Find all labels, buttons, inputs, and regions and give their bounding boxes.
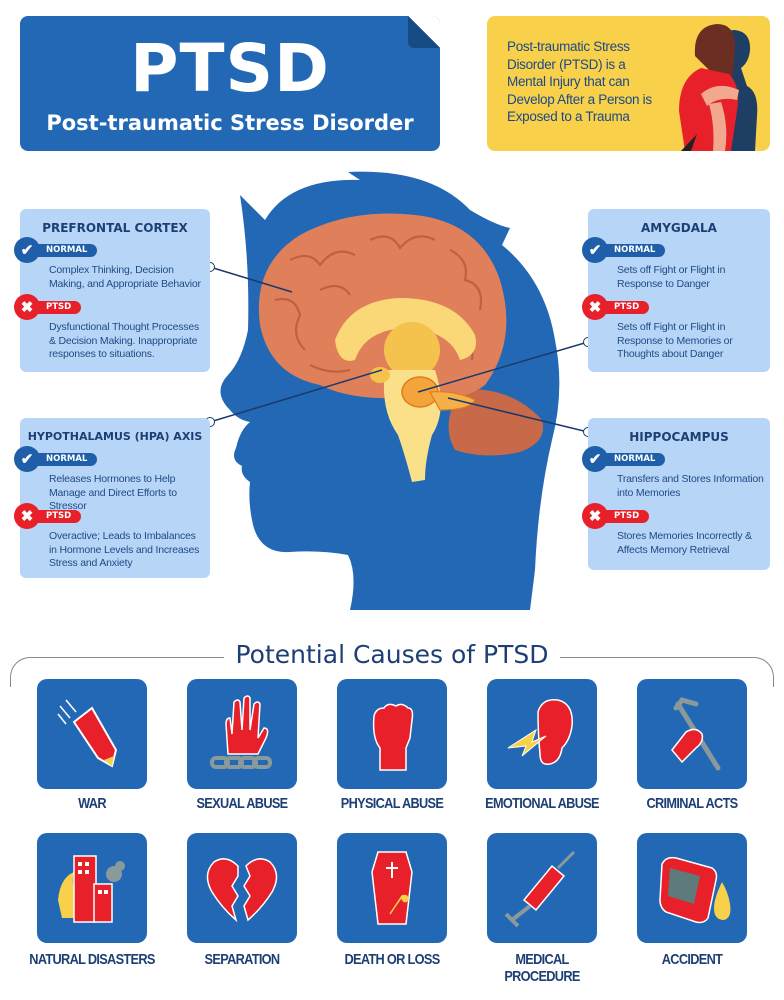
normal-badge: ✔ NORMAL (582, 446, 666, 472)
cause-label-physical-abuse: PHYSICAL ABUSE (340, 795, 444, 812)
causes-title: Potential Causes of PTSD (0, 640, 784, 669)
cause-war (37, 679, 147, 789)
card-hypothalamus: HYPOTHALAMUS (HPA) AXIS ✔ NORMAL Release… (14, 418, 210, 578)
cause-label-war: WAR (78, 795, 106, 812)
cause-label-medical-procedure: MEDICAL PROCEDURE (504, 951, 580, 985)
cause-emotional-abuse (487, 679, 597, 789)
cause-label-accident: ACCIDENT (661, 951, 723, 968)
chained-hand-icon (210, 695, 272, 769)
ptsd-badge: ✖ PTSD (14, 294, 82, 320)
normal-badge: ✔ NORMAL (582, 237, 666, 263)
cause-label-death-or-loss: DEATH OR LOSS (344, 951, 440, 968)
card-hippocampus: HIPPOCAMPUS ✔ NORMAL Transfers and Store… (582, 418, 770, 570)
ptsd-badge: ✖ PTSD (582, 503, 650, 529)
card-amygdala: AMYGDALA ✔ NORMAL Sets off Fight or Flig… (582, 209, 770, 372)
x-icon: ✖ (14, 503, 40, 529)
cause-label-emotional-abuse: EMOTIONAL ABUSE (485, 795, 599, 812)
cause-label-separation: SEPARATION (204, 951, 281, 968)
ptsd-badge: ✖ PTSD (14, 503, 82, 529)
cause-label-natural-disasters: NATURAL DISASTERS (29, 951, 155, 968)
ptsd-description: Overactive; Leads to Imbalances in Hormo… (49, 530, 200, 569)
hypothalamus (370, 367, 390, 383)
page-title: PTSD (130, 30, 330, 107)
normal-description: Releases Hormones to Help Manage and Dir… (49, 473, 177, 512)
coffin-icon (371, 851, 413, 925)
check-icon: ✔ (14, 237, 40, 263)
ptsd-badge: ✖ PTSD (582, 294, 650, 320)
thalamus (384, 322, 440, 378)
normal-description: Complex Thinking, Decision Making, and A… (49, 264, 201, 290)
limbic-system (335, 298, 476, 361)
broken-heart-icon (206, 858, 278, 923)
card-title: AMYGDALA (641, 221, 717, 235)
check-icon: ✔ (582, 446, 608, 472)
fist-icon (372, 703, 414, 771)
normal-description: Transfers and Stores Information into Me… (617, 473, 764, 499)
check-icon: ✔ (582, 237, 608, 263)
normal-badge: ✔ NORMAL (14, 237, 98, 263)
x-icon: ✖ (14, 294, 40, 320)
cause-death-or-loss (337, 833, 447, 943)
definition-text: Post-traumatic Stress Disorder (PTSD) is… (507, 39, 652, 124)
definition-box: Post-traumatic Stress Disorder (PTSD) is… (487, 16, 770, 151)
hippocampus (429, 391, 476, 411)
syringe-icon (504, 850, 576, 928)
normal-badge: ✔ NORMAL (14, 446, 98, 472)
ptsd-description: Sets off Fight or Flight in Response to … (617, 321, 733, 360)
cause-sexual-abuse (187, 679, 297, 789)
cerebellum (448, 389, 544, 456)
head-brain-illustration (209, 171, 589, 610)
check-icon: ✔ (14, 446, 40, 472)
card-title: HYPOTHALAMUS (HPA) AXIS (27, 430, 203, 443)
cause-label-sexual-abuse: SEXUAL ABUSE (196, 795, 288, 812)
ear-lightning-icon (507, 699, 573, 766)
x-icon: ✖ (582, 503, 608, 529)
page-subtitle: Post-traumatic Stress Disorder (46, 111, 414, 135)
normal-description: Sets off Fight or Flight in Response to … (617, 264, 726, 290)
crowbar-icon (671, 697, 721, 771)
burning-buildings-icon (58, 855, 125, 923)
cause-medical-procedure (487, 833, 597, 943)
ptsd-description: Dysfunctional Thought Processes & Decisi… (49, 321, 200, 360)
cause-criminal-acts (637, 679, 747, 789)
overturned-car-icon (659, 856, 731, 924)
cause-label-criminal-acts: CRIMINAL ACTS (646, 795, 738, 812)
card-prefrontal-cortex: PREFRONTAL CORTEX ✔ NORMAL Complex Think… (14, 209, 210, 372)
cause-accident (637, 833, 747, 943)
ptsd-description: Stores Memories Incorrectly & Affects Me… (617, 530, 752, 556)
x-icon: ✖ (582, 294, 608, 320)
title-banner: PTSD Post-traumatic Stress Disorder (20, 16, 440, 151)
page-fold-shadow (408, 16, 440, 48)
card-title: PREFRONTAL CORTEX (42, 221, 188, 235)
card-title: HIPPOCAMPUS (629, 430, 729, 444)
cause-physical-abuse (337, 679, 447, 789)
cause-natural-disasters (37, 833, 147, 943)
hugging-people-icon (679, 24, 758, 151)
missile-icon (57, 699, 118, 768)
cause-separation (187, 833, 297, 943)
